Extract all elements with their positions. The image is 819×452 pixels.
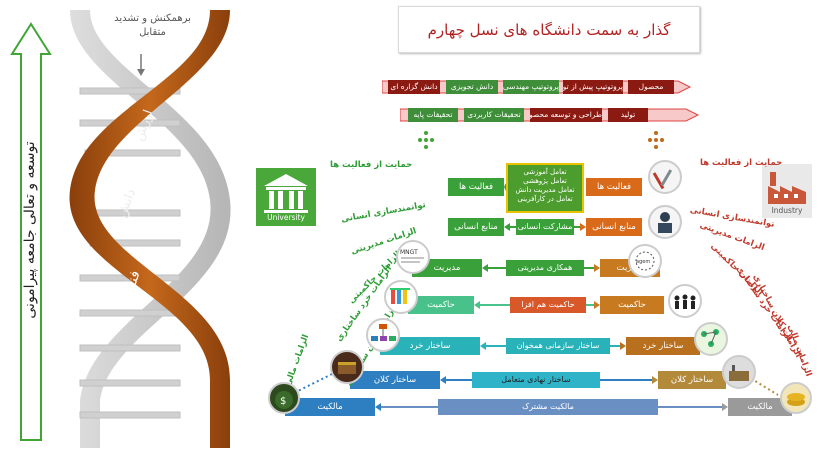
factory-globe-icon — [722, 355, 756, 389]
ind-node-macro-structure: ساختار کلان — [658, 371, 726, 389]
ind-node-ownership: مالکیت — [728, 398, 792, 416]
timeline2-item-3: طراحی و توسعه محصول — [530, 108, 602, 122]
people-icon — [668, 284, 702, 318]
uni-node-activities: فعالیت ها — [448, 178, 504, 196]
interaction-label: برهمکنش و تشدید متقابل — [85, 12, 220, 40]
uni-node-governance: حاکمیت — [408, 296, 474, 314]
money-bag-icon: $ — [268, 382, 300, 414]
timeline1-item-3: پروتوتیپ مهندسی — [503, 80, 559, 94]
timeline2-item-1: تحقیقات پایه — [408, 108, 458, 122]
interaction-line-1: تعامل آموزشی — [523, 168, 567, 176]
svg-text:MNGT: MNGT — [400, 249, 418, 256]
treasure-icon — [330, 350, 364, 384]
ind-node-hr: منابع انسانی — [586, 218, 642, 236]
building-blocks-icon — [384, 280, 418, 314]
ind-node-micro-structure: ساختار خرد — [626, 337, 700, 355]
industry-icon: Industry — [762, 164, 812, 218]
ind-label-activities: حمایت از فعالیت ها — [700, 158, 783, 168]
svg-text:$: $ — [280, 396, 286, 407]
link-macro-structure: ساختار نهادی متعامل — [472, 372, 600, 388]
industry-label: Industry — [771, 206, 803, 215]
interaction-line-3: تعامل مدیریت دانش — [515, 186, 575, 194]
interaction-label-line2: متقابل — [139, 27, 166, 38]
worker-icon — [648, 205, 682, 239]
svg-text:agem: agem — [636, 259, 650, 265]
uni-node-macro-structure: ساختار کلان — [350, 371, 440, 389]
university-icon: University — [256, 168, 316, 226]
ind-node-activities: فعالیت ها — [586, 178, 642, 196]
org-chart-icon — [366, 318, 400, 352]
page-title: گذار به سمت دانشگاه های نسل چهارم — [398, 6, 700, 53]
uni-node-management: مدیریت — [412, 259, 482, 277]
down-arrow-icon — [137, 54, 145, 80]
brown-dots-icon — [644, 130, 668, 156]
link-micro-structure: ساختار سازمانی همخوان — [506, 338, 610, 354]
interaction-label-line1: برهمکنش و تشدید — [114, 13, 191, 24]
tools-icon — [648, 160, 682, 194]
network-icon — [694, 322, 728, 356]
university-label: University — [267, 213, 305, 222]
coins-icon — [780, 382, 812, 414]
interaction-line-4: تعامل در کارآفرینی — [517, 195, 573, 203]
interaction-types-box: تعامل آموزشی تعامل پژوهشی تعامل مدیریت د… — [506, 163, 584, 213]
green-dots-icon — [414, 130, 438, 156]
timeline1-item-1: دانش گزاره ای — [388, 80, 440, 94]
link-governance: حاکمیت هم افزا — [510, 297, 586, 313]
link-hr: مشارکت انسانی — [516, 219, 574, 235]
timeline1-item-4: پروتوتیپ پیش از تولید — [563, 80, 623, 94]
timeline1-item-5: محصول — [628, 80, 674, 94]
management-diagram-icon: agem — [628, 244, 662, 278]
dna-helix: ارزش دانش فناوری — [60, 0, 240, 448]
timeline2-item-4: تولید — [608, 108, 648, 122]
uni-node-ownership: مالکیت — [285, 398, 375, 416]
uni-node-micro-structure: ساختار خرد — [380, 337, 480, 355]
link-management: همکاری مدیریتی — [506, 260, 584, 276]
timeline1-item-2: دانش تجویزی — [446, 80, 498, 94]
interaction-line-2: تعامل پژوهشی — [523, 177, 567, 185]
development-arrow: توسعه و تعالی جامعه پیرامونی — [10, 22, 52, 442]
uni-node-hr: منابع انسانی — [448, 218, 504, 236]
management-text-icon: MNGT — [396, 240, 430, 274]
uni-label-activities: حمایت از فعالیت ها — [330, 160, 413, 170]
link-ownership: مالکیت مشترک — [438, 399, 658, 415]
ind-node-governance: حاکمیت — [600, 296, 664, 314]
timeline2-item-2: تحقیقات کاربردی — [464, 108, 524, 122]
